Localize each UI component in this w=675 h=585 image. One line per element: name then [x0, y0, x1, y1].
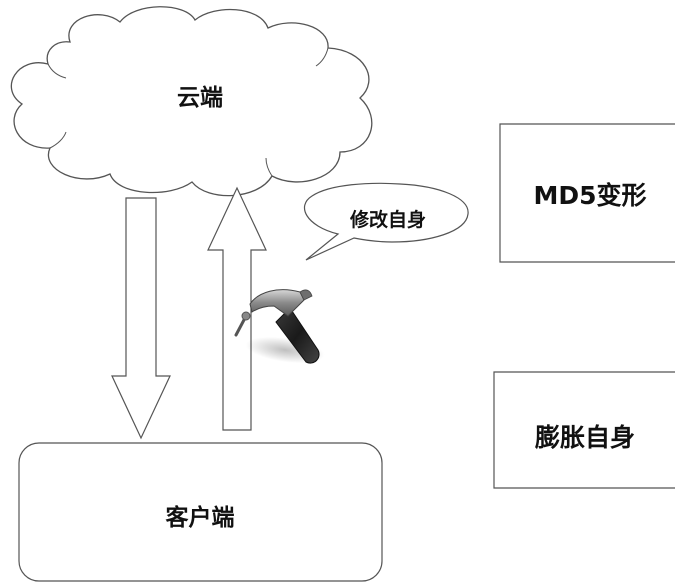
client-label: 客户端 [165, 505, 235, 531]
hammer-icon [234, 289, 325, 364]
speech-bubble [303, 182, 469, 261]
cloud-label: 云端 [177, 85, 223, 111]
arrow-client-to-cloud [207, 186, 267, 431]
md5-label: MD5变形 [533, 181, 647, 210]
speech-label: 修改自身 [349, 209, 426, 231]
md5-box [499, 123, 675, 263]
expand-box [493, 371, 675, 489]
cloud-shape [10, 6, 373, 197]
arrow-cloud-to-client [111, 197, 171, 440]
client-box [18, 442, 383, 582]
expand-label: 膨胀自身 [534, 423, 635, 452]
